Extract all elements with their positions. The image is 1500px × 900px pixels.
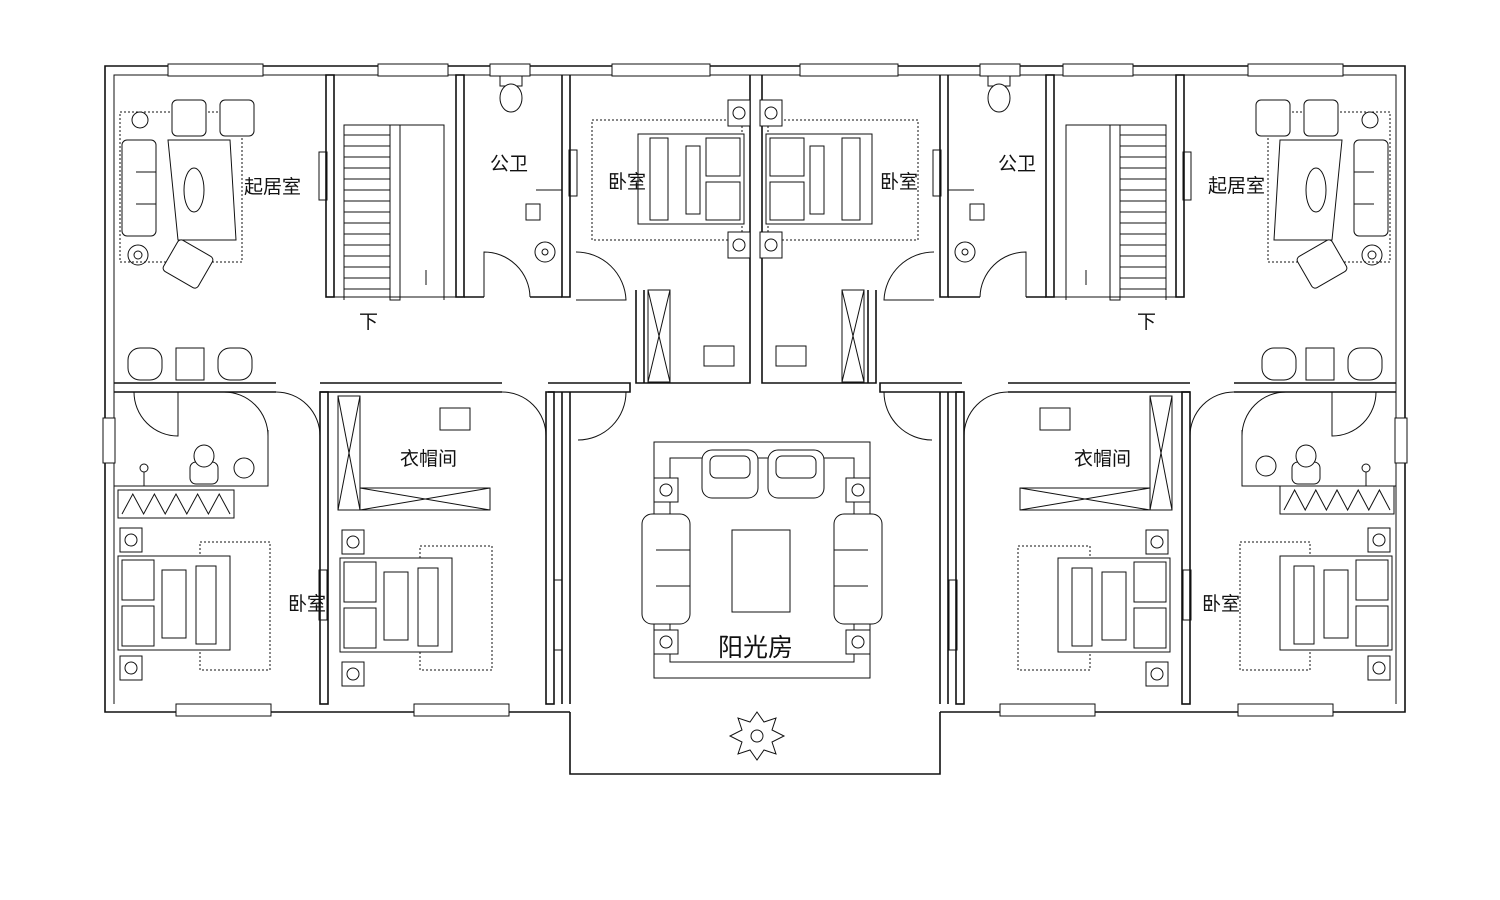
ensuite-right: [1255, 444, 1395, 515]
doors: [133, 251, 1377, 441]
bedroom-top-left-label: 卧室: [608, 171, 646, 193]
plant-icon: [728, 711, 786, 761]
closet-left-label: 衣帽间: [400, 448, 457, 470]
bedroom-bottom-left-label: 卧室: [288, 593, 326, 615]
stairs-left: [343, 124, 445, 301]
bathroom-left-label: 公卫: [490, 153, 528, 175]
windows: [102, 63, 1408, 717]
living-room-right-label: 起居室: [1208, 175, 1265, 197]
bed-top-left: [591, 99, 751, 259]
ensuite-left: [117, 444, 255, 519]
bed-bottom-left-b: [339, 529, 493, 687]
bed-bottom-right-a: [1017, 529, 1171, 687]
sunroom-furniture: [641, 441, 883, 679]
stair-down-right-label: 下: [1137, 311, 1156, 333]
bed-top-right: [759, 99, 919, 259]
living-room-left-label: 起居室: [244, 176, 301, 198]
interior-walls: [114, 74, 1396, 705]
bedroom-top-right-label: 卧室: [880, 171, 918, 193]
bedroom-bottom-right-label: 卧室: [1202, 593, 1240, 615]
living-room-furniture-right: [1255, 99, 1391, 381]
living-room-furniture-left: [119, 99, 255, 381]
wardrobe-corridor: [647, 289, 865, 383]
bathroom-right-label: 公卫: [998, 153, 1036, 175]
stairs-right: [1065, 124, 1167, 301]
toilet-icon: [499, 75, 1011, 113]
outer-walls: [104, 65, 1406, 775]
closet-right: [1019, 395, 1173, 511]
closet-left: [337, 395, 491, 511]
stair-down-left-label: 下: [359, 311, 378, 333]
bed-bottom-right-b: [1239, 527, 1393, 681]
sunroom-label: 阳光房: [718, 633, 793, 662]
sink-icon: [525, 189, 985, 263]
closet-right-label: 衣帽间: [1074, 448, 1131, 470]
bed-bottom-left-a: [117, 527, 271, 681]
room-labels: 起居室 起居室 公卫 公卫 卧室 卧室 衣帽间 衣帽间 卧室 卧室 阳光房 下 …: [244, 153, 1265, 662]
